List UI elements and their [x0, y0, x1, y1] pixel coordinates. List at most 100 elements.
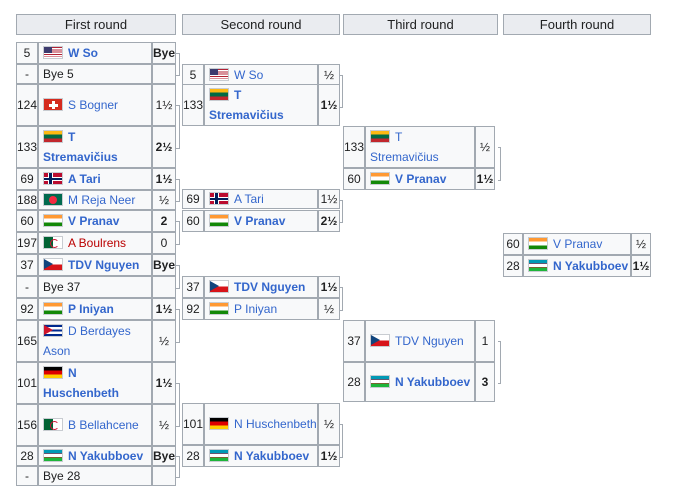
flag-in-icon [370, 172, 390, 185]
player-name: Bye 28 [43, 469, 81, 483]
player-link[interactable]: B Bellahcene [68, 418, 139, 432]
bracket-connector [176, 383, 180, 427]
score-cell: 1 [475, 320, 495, 362]
player-link[interactable]: P Iniyan [234, 302, 278, 316]
player-link[interactable]: D Berdayes Ason [43, 324, 131, 358]
bracket-connector [340, 287, 343, 311]
player-cell: M Reja Neer [38, 190, 152, 210]
player-link[interactable]: M Reja Neer [68, 193, 136, 207]
seed-cell: 28 [503, 255, 523, 277]
player-link[interactable]: A Tari [234, 192, 264, 206]
score-cell: 2½ [152, 126, 176, 168]
player-cell: N Yakubboev [523, 255, 631, 277]
bracket-connector [340, 424, 343, 458]
seed-cell: 37 [16, 254, 38, 276]
score-cell: ½ [475, 126, 495, 168]
player-link[interactable]: TDV Nguyen [68, 258, 140, 272]
player-cell: V Pranav [38, 210, 152, 232]
score-cell: ½ [152, 404, 176, 446]
player-link[interactable]: V Pranav [234, 214, 286, 228]
match-entry: -Bye 37 [16, 276, 176, 298]
player-link[interactable]: W So [234, 68, 264, 82]
player-link[interactable]: V Pranav [68, 214, 120, 228]
seed-cell: 37 [182, 276, 204, 298]
score-cell [152, 276, 176, 298]
flag-cz-icon [43, 258, 63, 271]
player-cell: P Iniyan [204, 298, 318, 320]
seed-cell: 133 [182, 84, 204, 126]
seed-cell: 92 [182, 298, 204, 320]
flag-cz-icon [209, 280, 229, 293]
player-link[interactable]: N Huschenbeth [43, 366, 120, 400]
player-cell: A Boulrens [38, 232, 152, 254]
player-link[interactable]: A Tari [68, 172, 101, 186]
seed-cell: 101 [16, 362, 38, 404]
player-link[interactable]: V Pranav [395, 172, 447, 186]
player-cell: N Huschenbeth [204, 403, 318, 445]
player-link[interactable]: N Huschenbeth [234, 417, 317, 431]
player-link[interactable]: W So [68, 46, 98, 60]
seed-cell: 60 [503, 233, 523, 255]
bracket-connector [340, 75, 343, 108]
player-link[interactable]: N Yakubboev [68, 449, 144, 463]
flag-in-icon [43, 302, 63, 315]
player-cell: V Pranav [523, 233, 631, 255]
flag-dz-icon [43, 236, 63, 249]
player-link[interactable]: N Yakubboev [553, 259, 629, 273]
player-link[interactable]: P Iniyan [68, 302, 114, 316]
player-link[interactable]: TDV Nguyen [234, 280, 306, 294]
score-cell: ½ [318, 64, 340, 86]
player-cell: TDV Nguyen [204, 276, 318, 298]
seed-cell: 5 [182, 64, 204, 86]
header-third-round: Third round [343, 14, 498, 35]
player-link[interactable]: T Stremavičius [43, 130, 118, 164]
seed-cell: - [16, 64, 38, 84]
flag-lt-icon [370, 130, 390, 143]
player-link[interactable]: V Pranav [553, 237, 603, 251]
score-cell: 1½ [152, 362, 176, 404]
flag-cz-icon [370, 334, 390, 347]
player-link[interactable]: T Stremavičius [209, 88, 284, 122]
seed-cell: 60 [343, 168, 365, 190]
score-cell: 3 [475, 362, 495, 402]
bracket-connector [176, 456, 180, 478]
player-name: Bye 37 [43, 280, 81, 294]
player-link[interactable]: T Stremavičius [370, 130, 439, 164]
score-cell [152, 64, 176, 84]
player-link[interactable]: TDV Nguyen [395, 334, 464, 348]
bracket-connector [340, 200, 343, 223]
score-cell: Bye [152, 42, 176, 64]
bracket-connector [176, 221, 180, 245]
flag-uz-icon [370, 375, 390, 388]
player-cell: W So [204, 64, 318, 86]
flag-in-icon [43, 214, 63, 227]
player-cell: S Bogner [38, 84, 152, 126]
player-link[interactable]: N Yakubboev [395, 375, 471, 389]
player-link[interactable]: S Bogner [68, 98, 119, 112]
seed-cell: 28 [182, 445, 204, 467]
seed-cell: 5 [16, 42, 38, 64]
flag-de-icon [209, 417, 229, 430]
player-link[interactable]: N Yakubboev [234, 449, 310, 463]
player-cell: Bye 5 [38, 64, 152, 84]
match-entry: 5 W So Bye [16, 42, 176, 64]
player-cell: T Stremavičius [38, 126, 152, 168]
seed-cell: 37 [343, 320, 365, 362]
seed-cell: - [16, 466, 38, 486]
player-cell: A Tari [204, 189, 318, 209]
seed-cell: 28 [16, 446, 38, 466]
flag-lt-icon [209, 88, 229, 101]
seed-cell: 133 [343, 126, 365, 168]
score-cell: 0 [152, 232, 176, 254]
player-cell: Bye 28 [38, 466, 152, 486]
player-link[interactable]: A Boulrens [68, 236, 127, 250]
